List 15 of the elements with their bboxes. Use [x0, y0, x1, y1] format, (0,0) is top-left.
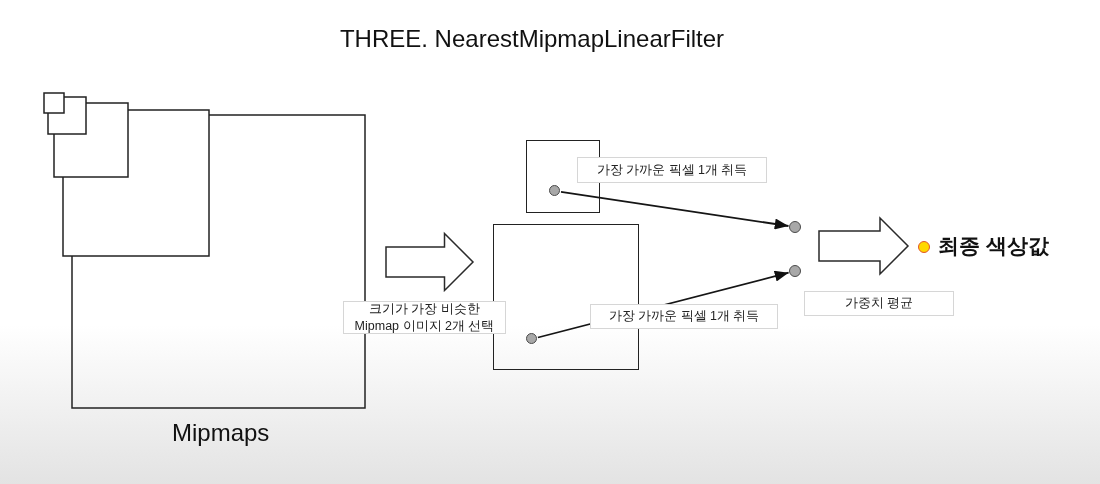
dot: [789, 221, 801, 233]
dot: [549, 185, 560, 196]
arrow: [560, 191, 790, 230]
node-label: Mipmaps: [172, 418, 270, 448]
dot: [526, 333, 537, 344]
dot: [789, 265, 801, 277]
block-arrow: [385, 231, 475, 293]
result-label: 최종 색상값: [938, 233, 1049, 259]
edge-label: 가중치 평균: [804, 291, 954, 316]
edge-label: 크기가 가장 비슷한 Mipmap 이미지 2개 선택: [343, 301, 506, 334]
edge-label: 가장 가까운 픽셀 1개 취득: [590, 304, 778, 329]
edge-label: 가장 가까운 픽셀 1개 취득: [577, 157, 767, 183]
image-square: [493, 224, 639, 370]
dot: [918, 241, 930, 253]
title: THREE. NearestMipmapLinearFilter: [338, 25, 726, 53]
